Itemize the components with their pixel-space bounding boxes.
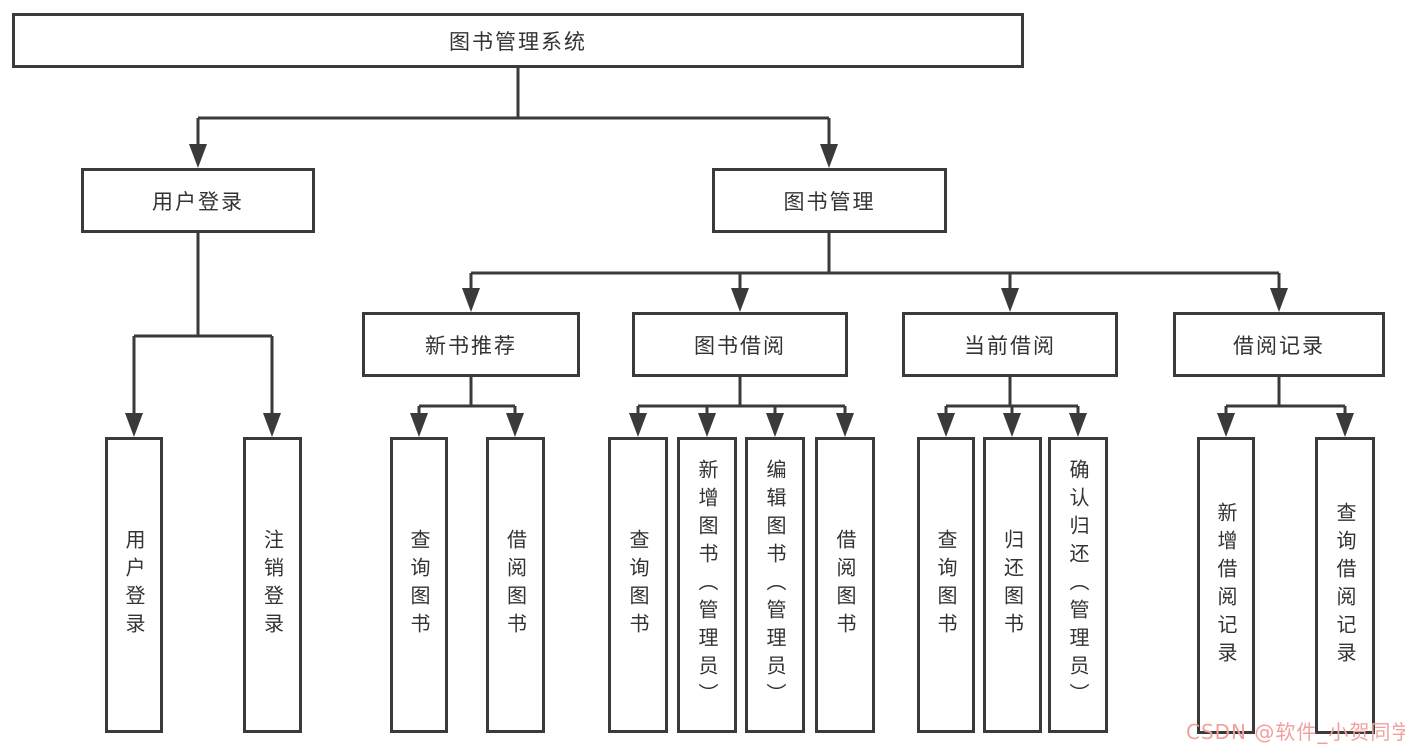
node-book-borrowing: 图书借阅: [632, 312, 848, 377]
leaf-query-books-borrowing: 查询图书: [608, 437, 668, 733]
leaf-borrow-books: 借阅图书: [815, 437, 875, 733]
node-library-management-system: 图书管理系统: [12, 13, 1024, 68]
leaf-return-books: 归还图书: [983, 437, 1042, 733]
node-current-borrowing: 当前借阅: [902, 312, 1118, 377]
leaf-query-books-current: 查询图书: [917, 437, 975, 733]
leaf-user-login: 用户登录: [105, 437, 163, 733]
leaf-confirm-return-admin: 确认归还（管理员）: [1048, 437, 1108, 733]
node-new-book-recommend: 新书推荐: [362, 312, 580, 377]
leaf-add-borrow-record: 新增借阅记录: [1197, 437, 1255, 734]
leaf-logout: 注销登录: [243, 437, 302, 733]
leaf-query-borrow-record: 查询借阅记录: [1315, 437, 1375, 734]
leaf-add-books-admin: 新增图书（管理员）: [677, 437, 737, 733]
leaf-query-books-recommend: 查询图书: [390, 437, 448, 733]
node-user-login: 用户登录: [81, 168, 315, 233]
leaf-borrow-books-recommend: 借阅图书: [486, 437, 545, 733]
arrowheads: [125, 144, 1354, 437]
node-borrowing-records: 借阅记录: [1173, 312, 1385, 377]
leaf-edit-books-admin: 编辑图书（管理员）: [745, 437, 805, 733]
node-book-management: 图书管理: [712, 168, 947, 233]
csdn-watermark: CSDN @软件_小贺同学: [1186, 720, 1405, 744]
